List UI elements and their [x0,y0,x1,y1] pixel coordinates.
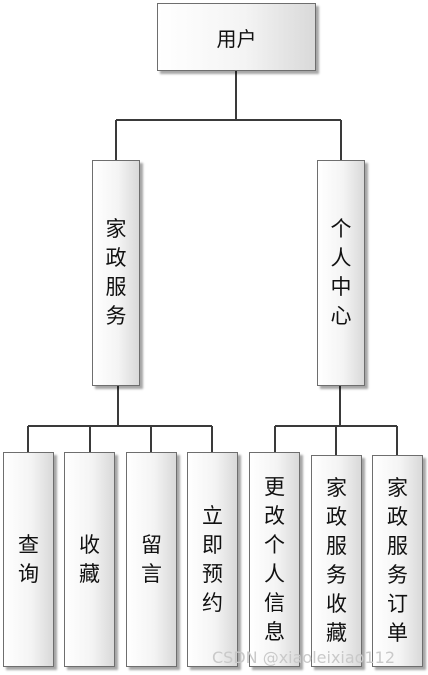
leaf-node-book-now: 立即预约 [187,452,238,667]
root-node-label: 用户 [216,26,257,51]
branch-node-label: 个人中心 [330,217,352,328]
leaf-node-label: 查询 [18,532,39,586]
leaf-node-label: 更改个人信息 [264,474,285,644]
leaf-node-query: 查询 [3,452,54,667]
root-node-user: 用户 [157,3,316,71]
leaf-node-label: 家政服务收藏 [326,476,347,645]
leaf-node-label: 家政服务订单 [387,476,408,645]
branch-node-label: 家政服务 [105,217,127,328]
leaf-node-service-orders: 家政服务订单 [372,455,423,667]
leaf-node-message: 留言 [126,452,177,667]
branch-node-personal-center: 个人中心 [317,160,365,386]
leaf-node-label: 留言 [141,532,162,586]
branch-node-home-service: 家政服务 [92,160,140,386]
leaf-node-label: 收藏 [79,532,100,586]
leaf-node-service-favorites: 家政服务收藏 [311,455,362,667]
leaf-node-label: 立即预约 [202,503,223,615]
leaf-node-favorites: 收藏 [64,452,115,667]
watermark: CSDN @xiaoleixiao112 [212,648,395,667]
leaf-node-edit-profile: 更改个人信息 [249,452,300,667]
